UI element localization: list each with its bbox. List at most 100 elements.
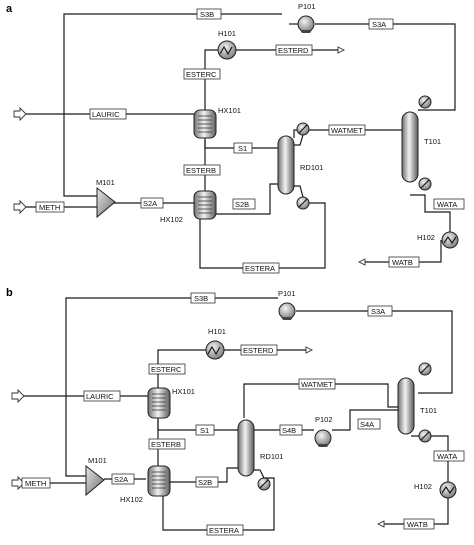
heat-exchanger-hx102[interactable]: HX102 — [120, 465, 171, 504]
svg-text:WATMET: WATMET — [331, 126, 363, 135]
svg-text:HX102: HX102 — [120, 495, 143, 504]
product-arrow-watb — [376, 520, 385, 528]
reactive-distillation-rd101[interactable]: RD101 — [277, 122, 323, 210]
heater-h102[interactable]: H102 — [414, 481, 457, 499]
stream-tag-s4a[interactable]: S4A — [357, 418, 381, 430]
svg-text:HX102: HX102 — [160, 215, 183, 224]
feed-arrow-lauric — [13, 106, 27, 122]
svg-text:S1: S1 — [238, 144, 247, 153]
product-arrow-esterd — [337, 46, 346, 54]
svg-text:S2A: S2A — [143, 199, 157, 208]
svg-text:S3B: S3B — [194, 294, 208, 303]
svg-text:S3A: S3A — [371, 307, 385, 316]
svg-text:ESTERD: ESTERD — [278, 46, 309, 55]
stream-tag-s4b[interactable]: S4B — [279, 424, 303, 436]
pipes — [22, 297, 453, 531]
svg-text:T101: T101 — [424, 137, 441, 146]
panel-a: a — [6, 2, 465, 274]
stream-tag-s3a[interactable]: S3A — [367, 305, 393, 317]
svg-text:H101: H101 — [218, 29, 236, 38]
mixer-m101[interactable]: M101 — [85, 456, 107, 497]
mixer-m101[interactable]: M101 — [96, 178, 116, 219]
stream-tag-lauric[interactable]: LAURIC — [83, 390, 121, 402]
svg-text:M101: M101 — [96, 178, 115, 187]
svg-text:RD101: RD101 — [260, 452, 283, 461]
svg-text:ESTERD: ESTERD — [243, 346, 274, 355]
svg-text:S2B: S2B — [235, 200, 249, 209]
stream-tag-estera[interactable]: ESTERA — [242, 262, 280, 274]
stream-tag-watb[interactable]: WATB — [388, 256, 420, 268]
stream-tag-s2b[interactable]: S2B — [195, 476, 219, 488]
stream-tag-esterd[interactable]: ESTERD — [275, 44, 313, 56]
stream-tag-meth[interactable]: METH — [35, 201, 65, 213]
svg-text:ESTERA: ESTERA — [245, 264, 275, 273]
svg-text:ESTERC: ESTERC — [151, 365, 182, 374]
svg-text:H102: H102 — [414, 482, 432, 491]
column-t101[interactable]: T101 — [397, 362, 437, 443]
stream-tag-esterb[interactable]: ESTERB — [148, 438, 186, 450]
svg-text:P101: P101 — [278, 289, 296, 298]
stream-tag-watb[interactable]: WATB — [403, 518, 435, 530]
product-arrow-watb — [357, 258, 366, 266]
feed-arrow-meth — [13, 199, 27, 215]
svg-text:WATB: WATB — [392, 258, 413, 267]
svg-text:H101: H101 — [208, 327, 226, 336]
svg-text:S3A: S3A — [372, 20, 386, 29]
stream-tag-wata[interactable]: WATA — [433, 450, 465, 462]
svg-text:ESTERA: ESTERA — [209, 526, 239, 535]
heat-exchanger-hx101[interactable]: HX101 — [193, 106, 241, 139]
svg-text:M101: M101 — [88, 456, 107, 465]
svg-text:S4B: S4B — [282, 426, 296, 435]
svg-text:S2A: S2A — [114, 475, 128, 484]
svg-text:LAURIC: LAURIC — [92, 110, 120, 119]
stream-tag-esterd[interactable]: ESTERD — [240, 344, 278, 356]
stream-tag-lauric[interactable]: LAURIC — [89, 108, 127, 120]
svg-text:HX101: HX101 — [172, 387, 195, 396]
column-t101[interactable]: T101 — [401, 95, 441, 191]
reactive-distillation-rd101[interactable]: RD101 — [237, 419, 283, 491]
product-arrow-esterd — [305, 346, 314, 354]
svg-text:RD101: RD101 — [300, 163, 323, 172]
svg-text:LAURIC: LAURIC — [86, 392, 114, 401]
stream-tag-watmet[interactable]: WATMET — [328, 124, 366, 136]
svg-text:S2B: S2B — [198, 478, 212, 487]
svg-text:HX101: HX101 — [218, 106, 241, 115]
stream-tag-s1[interactable]: S1 — [195, 424, 215, 436]
svg-text:METH: METH — [39, 203, 60, 212]
heater-h101[interactable]: H101 — [217, 29, 237, 60]
svg-text:P102: P102 — [315, 415, 333, 424]
stream-tag-s1[interactable]: S1 — [233, 142, 253, 154]
svg-text:S3B: S3B — [200, 10, 214, 19]
stream-tag-s3b[interactable]: S3B — [196, 8, 222, 20]
svg-text:WATA: WATA — [437, 452, 457, 461]
panel-label: b — [6, 287, 13, 299]
stream-tag-watmet[interactable]: WATMET — [298, 378, 336, 390]
feed-arrow-lauric — [11, 388, 25, 404]
stream-tag-estera[interactable]: ESTERA — [206, 524, 244, 536]
pump-p102[interactable]: P102 — [314, 415, 333, 447]
svg-text:ESTERB: ESTERB — [151, 440, 181, 449]
stream-tag-s2a[interactable]: S2A — [111, 473, 135, 485]
heater-h101[interactable]: H101 — [205, 327, 226, 360]
feed-arrow-meth — [11, 475, 25, 491]
stream-tag-esterc[interactable]: ESTERC — [183, 68, 221, 80]
stream-tag-esterc[interactable]: ESTERC — [148, 363, 186, 375]
heat-exchanger-hx102[interactable]: HX102 — [160, 190, 217, 224]
stream-tag-s3b[interactable]: S3B — [190, 292, 216, 304]
svg-text:S1: S1 — [200, 426, 209, 435]
stream-tag-wata[interactable]: WATA — [433, 198, 465, 210]
svg-text:H102: H102 — [417, 233, 435, 242]
svg-text:ESTERB: ESTERB — [186, 166, 216, 175]
stream-tag-meth[interactable]: METH — [21, 477, 51, 489]
pump-p101[interactable]: P101 — [278, 289, 296, 320]
stream-tag-esterb[interactable]: ESTERB — [183, 164, 221, 176]
heat-exchanger-hx101[interactable]: HX101 — [147, 387, 195, 419]
svg-text:WATA: WATA — [437, 200, 457, 209]
svg-text:P101: P101 — [298, 2, 316, 11]
heater-h102[interactable]: H102 — [417, 231, 459, 249]
stream-tag-s2a[interactable]: S2A — [140, 197, 164, 209]
svg-text:WATB: WATB — [407, 520, 428, 529]
stream-tag-s3a[interactable]: S3A — [368, 18, 394, 30]
stream-tag-s2b[interactable]: S2B — [232, 198, 256, 210]
pump-p101[interactable]: P101 — [297, 2, 316, 33]
